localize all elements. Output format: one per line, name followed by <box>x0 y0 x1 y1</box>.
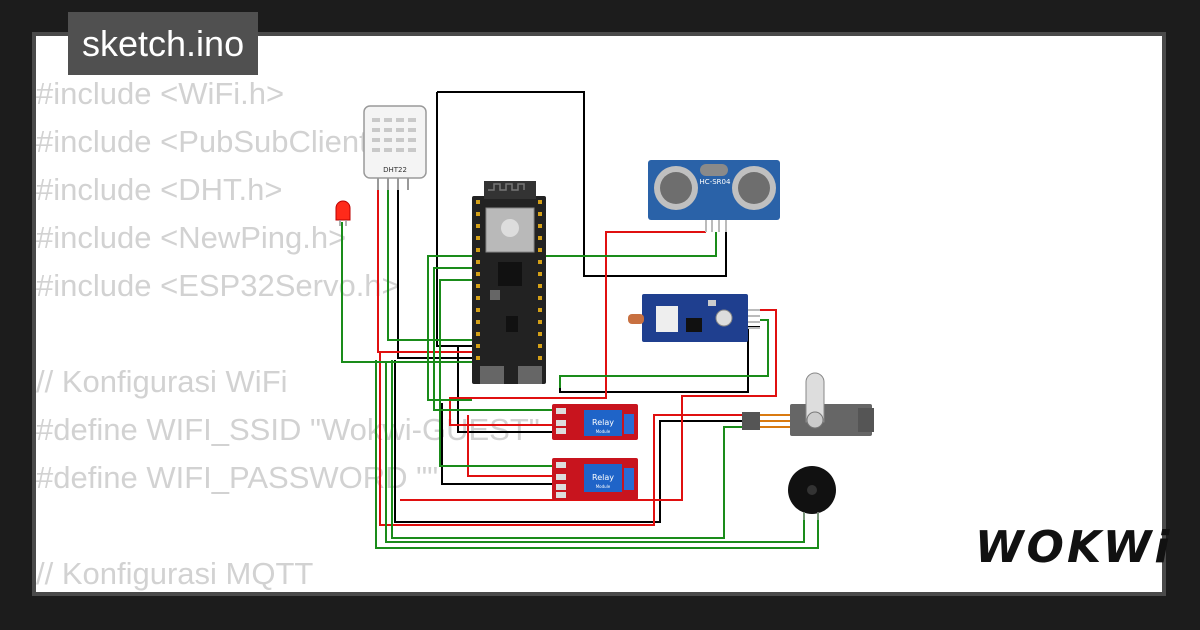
preview-frame <box>32 32 1166 596</box>
wire-green <box>391 360 750 539</box>
wire-green <box>559 319 769 388</box>
dht22-sensor[interactable]: DHT22 <box>363 105 427 190</box>
wire-green <box>427 232 717 401</box>
relay-2-title: Relay <box>592 473 614 482</box>
wire-black <box>397 190 476 359</box>
wire-black <box>436 92 476 347</box>
code-line: #include <ESP32Servo.h> <box>36 268 400 303</box>
wire-green <box>375 360 819 549</box>
wire-red <box>377 190 476 353</box>
relay-module-1[interactable]: Relay Module <box>552 404 638 440</box>
relay-2-sub: Module <box>596 484 611 489</box>
wire-green <box>439 279 553 467</box>
relay-module-2[interactable]: Relay Module <box>552 458 638 500</box>
file-tab[interactable]: sketch.ino <box>68 12 259 75</box>
servo-motor[interactable] <box>742 372 874 436</box>
wire-black <box>457 345 553 433</box>
wire-black <box>437 91 727 277</box>
dht22-label: DHT22 <box>383 166 407 174</box>
code-line: #include <NewPing.h> <box>36 220 347 255</box>
wire-black <box>441 403 553 485</box>
code-line: #define WIFI_SSID "Wokwi-GUEST" <box>36 412 540 447</box>
wire-green <box>341 222 476 363</box>
wokwi-logo: WOKWi <box>975 522 1173 573</box>
wire-green <box>385 362 805 543</box>
code-line: #define WIFI_PASSWORD "" <box>36 460 439 495</box>
esp32-board[interactable] <box>472 181 546 384</box>
wire-black <box>394 360 750 523</box>
buzzer[interactable] <box>788 466 836 520</box>
relay-1-title: Relay <box>592 418 614 427</box>
wire-green <box>387 190 476 341</box>
relay-1-sub: Module <box>596 429 611 434</box>
wire-green <box>433 267 553 411</box>
hc-sr04-sensor[interactable]: HC-SR04 <box>648 160 780 232</box>
wire-red <box>467 415 553 477</box>
wires <box>341 91 819 549</box>
code-line: #include <DHT.h> <box>36 172 283 207</box>
code-background: #include <WiFi.h>#include <PubSubClient.… <box>36 70 540 598</box>
ldr-module[interactable] <box>628 294 760 342</box>
code-line: // Konfigurasi WiFi <box>36 364 288 399</box>
code-line: // Konfigurasi MQTT <box>36 556 314 591</box>
wire-red <box>379 352 750 526</box>
hc-sr04-label: HC-SR04 <box>700 178 731 186</box>
code-line: #include <WiFi.h> <box>36 76 285 111</box>
red-led[interactable] <box>335 200 351 226</box>
